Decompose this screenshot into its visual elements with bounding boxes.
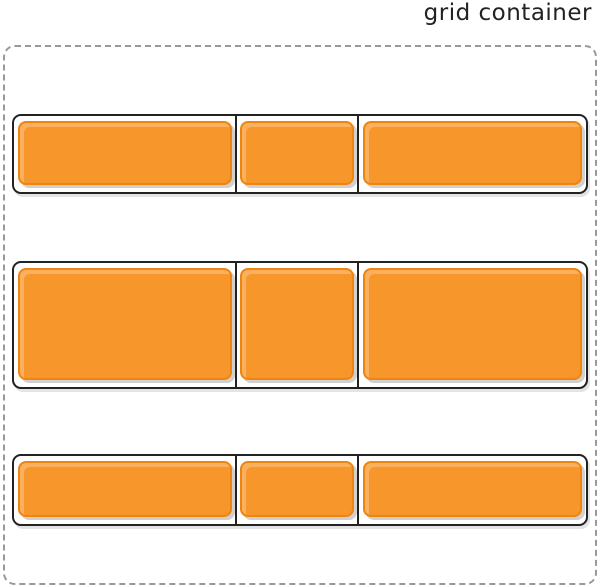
column-divider bbox=[357, 263, 359, 387]
column-divider bbox=[235, 456, 237, 524]
column-divider bbox=[235, 116, 237, 192]
grid-item bbox=[18, 268, 232, 380]
grid-row-2 bbox=[12, 261, 588, 389]
column-divider bbox=[357, 456, 359, 524]
grid-item bbox=[240, 121, 354, 185]
grid-container-label: grid container bbox=[423, 0, 592, 26]
column-divider bbox=[235, 263, 237, 387]
grid-item bbox=[363, 121, 582, 185]
grid-item bbox=[363, 268, 582, 380]
column-divider bbox=[357, 116, 359, 192]
grid-row-1 bbox=[12, 114, 588, 194]
grid-item bbox=[363, 461, 582, 517]
grid-container bbox=[3, 45, 597, 585]
grid-item bbox=[240, 461, 354, 517]
grid-item bbox=[18, 121, 232, 185]
grid-item bbox=[18, 461, 232, 517]
grid-row-3 bbox=[12, 454, 588, 526]
grid-item bbox=[240, 268, 354, 380]
